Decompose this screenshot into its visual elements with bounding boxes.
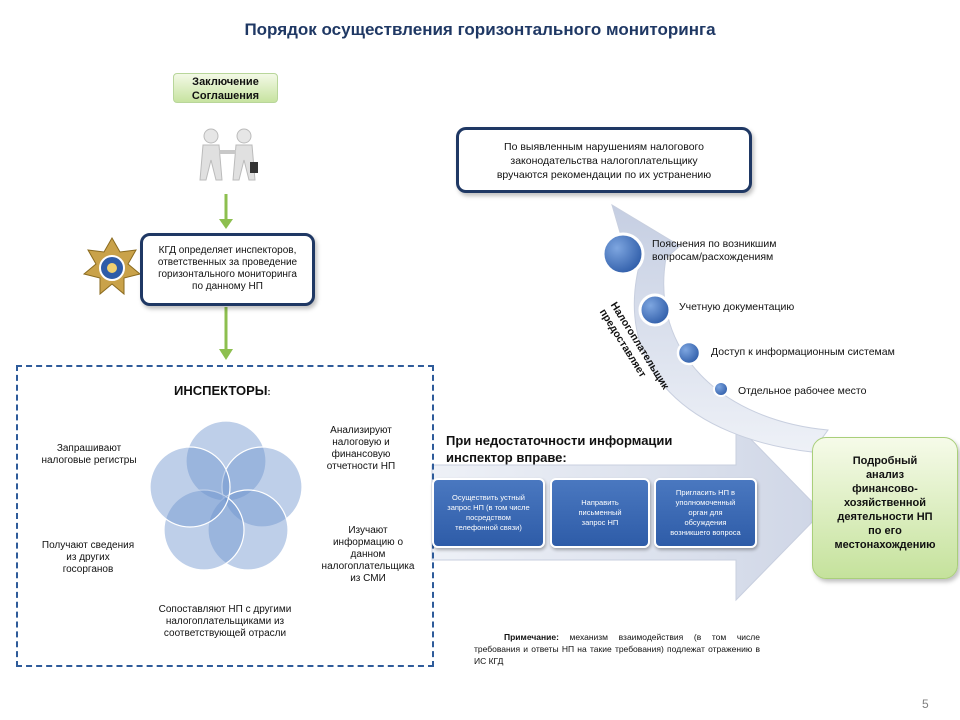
kgd-line1: КГД определяет инспекторов,: [158, 245, 297, 256]
recommendation-line2: законодательства налогоплательщику: [510, 155, 698, 167]
bullet-circle-2: [638, 293, 672, 327]
inspectors-title-text: ИНСПЕКТОРЫ: [174, 383, 268, 398]
action-written-line1: Направить: [581, 498, 619, 507]
bullet-circle-1: [601, 232, 645, 276]
handshake-icon: [199, 128, 258, 181]
action-oral-line3: посредством: [466, 513, 511, 522]
recommendation-line3: вручаются рекомендации по их устранению: [496, 169, 712, 181]
provides-item-1: Пояснения по возникшим вопросам/расхожде…: [652, 238, 776, 264]
action-oral-line4: телефонной связи): [455, 523, 522, 532]
note-label: Примечание:: [504, 632, 559, 642]
analysis-box: Подробный анализ финансово- хозяйственно…: [812, 437, 958, 579]
analysis-line3: финансово-: [852, 483, 918, 495]
inspector-task-3-line4: налогоплательщика: [321, 561, 415, 572]
action-invite: Пригласить НП в уполномоченный орган для…: [654, 478, 757, 548]
curved-up-arrow: [611, 203, 829, 453]
inspector-task-1-line1: Запрашивают: [56, 443, 122, 454]
action-invite-line2: уполномоченный: [675, 498, 736, 507]
note: Примечание: механизм взаимодействия (в т…: [474, 631, 760, 667]
kgd-box: КГД определяет инспекторов, ответственны…: [140, 233, 315, 306]
inspector-task-3-line1: Изучают: [348, 525, 388, 536]
provides-item-3: Доступ к информационным системам: [711, 346, 895, 358]
action-written-line2: письменный: [578, 508, 622, 517]
inspector-task-5-line1: Получают сведения: [41, 540, 135, 551]
analysis-line7: местонахождению: [834, 539, 936, 551]
inspector-task-5: Получают сведения из других госорганов: [28, 540, 148, 576]
inspector-task-3: Изучают информацию о данном налогоплател…: [308, 525, 428, 585]
inspector-task-2-line4: отчетности НП: [326, 461, 396, 472]
analysis-line6: по его: [868, 525, 902, 537]
recommendation-box: По выявленным нарушениям налогового зако…: [456, 127, 752, 193]
inspectors-title: ИНСПЕКТОРЫ:: [174, 383, 271, 398]
recommendation-line1: По выявленным нарушениям налогового: [504, 141, 704, 153]
provides-item-4: Отдельное рабочее место: [738, 385, 867, 397]
inspectors-title-suffix: :: [267, 387, 271, 397]
provides-item-2: Учетную документацию: [679, 301, 795, 313]
provides-item-1-line1: Пояснения по возникшим: [652, 238, 777, 250]
note-text: механизм взаимодействия (в том числе тре…: [474, 632, 760, 666]
inspector-task-1: Запрашивают налоговые регистры: [28, 443, 150, 467]
green-connector-1: [219, 194, 233, 229]
action-invite-line5: возникшего вопроса: [670, 528, 741, 537]
inspector-task-3-line5: из СМИ: [350, 573, 386, 584]
analysis-line2: анализ: [865, 469, 905, 481]
inspector-task-4-line2: налогоплательщиками из: [165, 616, 285, 627]
analysis-line5: деятельности НП: [837, 511, 933, 523]
kgd-line4: по данному НП: [192, 281, 263, 292]
provides-item-1-line2: вопросам/расхождениям: [652, 251, 774, 263]
inspector-task-2-line1: Анализируют: [330, 425, 392, 436]
agreement-line1: Заключение: [192, 76, 259, 88]
action-oral-line1: Осуществить устный: [452, 493, 525, 502]
action-invite-line3: орган для: [688, 508, 723, 517]
inspector-task-4-line1: Сопоставляют НП с другими: [158, 604, 292, 615]
bullet-circle-4: [713, 381, 729, 397]
page-number: 5: [922, 697, 929, 711]
kgd-line3: горизонтального мониторинга: [158, 269, 297, 280]
venn-cycle: [149, 420, 303, 571]
arrow-heading-line2: инспектор вправе:: [446, 450, 567, 465]
action-oral-line2: запрос НП (в том числе: [447, 503, 530, 512]
inspector-task-2-line2: налоговую и: [332, 437, 390, 448]
action-invite-line1: Пригласить НП в: [675, 488, 736, 497]
action-invite-line4: обсуждения: [684, 518, 727, 527]
inspector-task-1-line2: налоговые регистры: [41, 455, 137, 466]
page-title: Порядок осуществления горизонтального мо…: [244, 20, 716, 39]
arrow-heading: При недостаточности информации инспектор…: [446, 432, 672, 466]
inspector-task-5-line3: госорганов: [62, 564, 114, 575]
inspector-task-4-line3: соответствующей отрасли: [163, 628, 287, 639]
agreement-box: Заключение Соглашения: [173, 73, 278, 103]
bullet-circle-3: [676, 340, 702, 366]
action-oral-request: Осуществить устный запрос НП (в том числ…: [432, 478, 545, 548]
inspector-task-3-line3: данном: [350, 549, 386, 560]
analysis-line4: хозяйственной: [843, 497, 927, 509]
kgd-line2: ответственных за проведение: [157, 257, 298, 268]
action-written-line3: запрос НП: [581, 518, 619, 527]
green-connector-2: [219, 307, 233, 360]
action-written-request: Направить письменный запрос НП: [550, 478, 650, 548]
agreement-line2: Соглашения: [191, 90, 260, 102]
inspector-task-4: Сопоставляют НП с другими налогоплательщ…: [140, 604, 310, 640]
inspector-task-3-line2: информацию о: [332, 537, 404, 548]
inspector-task-5-line2: из других: [66, 552, 110, 563]
inspector-task-2: Анализируют налоговую и финансовую отчет…: [306, 425, 416, 473]
arrow-heading-line1: При недостаточности информации: [446, 433, 673, 448]
inspector-task-2-line3: финансовую: [331, 449, 391, 460]
analysis-line1: Подробный: [852, 455, 918, 467]
emblem-icon: [82, 236, 142, 296]
